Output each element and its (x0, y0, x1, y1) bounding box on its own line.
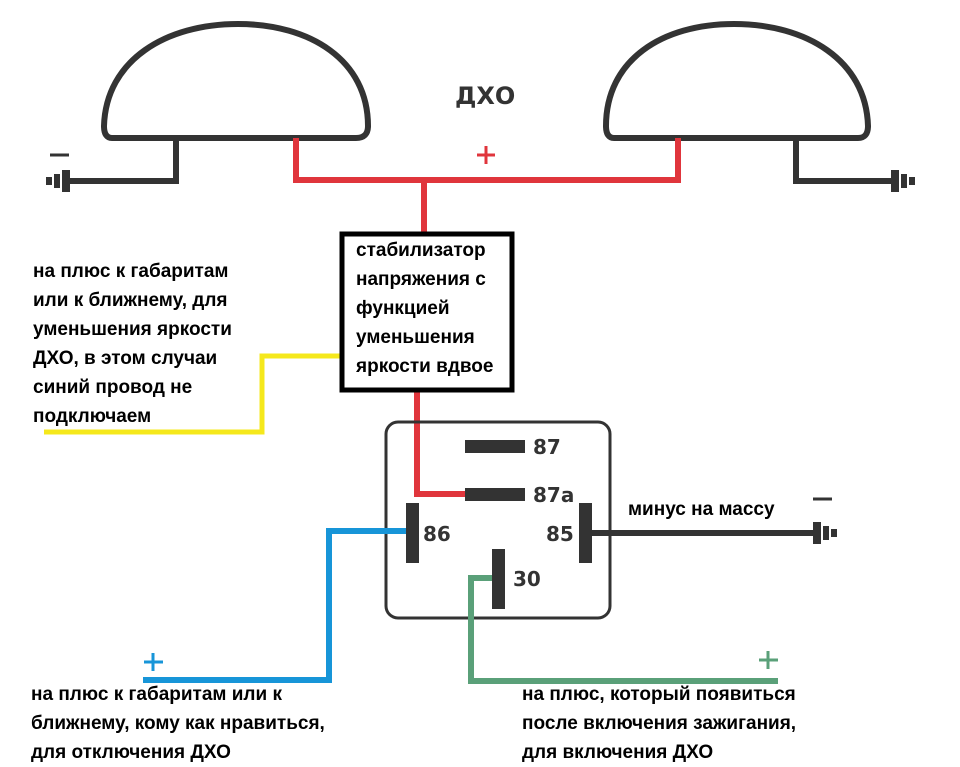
yellow-wire-note: на плюс к габаритам или к ближнему, для … (33, 261, 232, 427)
diagram-title: ДХО (455, 82, 515, 110)
relay-pin-85-label: 85 (546, 522, 574, 546)
left-drl-lamp (101, 21, 371, 141)
blue-disable-wire (143, 528, 406, 683)
right-drl-lamp (603, 21, 871, 141)
relay-body (384, 420, 612, 620)
green-ignition-wire (468, 575, 778, 684)
red-relay-87a-wire (414, 390, 468, 497)
left-ground-icon (46, 170, 70, 192)
relay-pin-85 (579, 503, 592, 563)
relay-pin-30-label: 30 (513, 567, 541, 591)
left-lamp-ground-wire (65, 138, 179, 184)
stabilizer-label: стабилизатор напряжения с функцией умень… (356, 240, 494, 377)
relay-pin-87 (465, 440, 525, 453)
blue-wire-note: на плюс к габаритам или к ближнему, кому… (31, 684, 325, 763)
red-positive-bus (293, 138, 681, 183)
green-plus-sign (759, 651, 778, 669)
stabilizer-box (339, 231, 515, 393)
right-ground-icon (891, 170, 915, 192)
green-wire-note: на плюс, который появиться после включен… (522, 684, 797, 763)
relay-pin-87-label: 87 (533, 435, 561, 459)
yellow-dimming-wire (44, 353, 342, 435)
relay-pin-30 (492, 549, 505, 609)
ground-note: минус на массу (628, 499, 775, 520)
right-lamp-ground-wire (793, 138, 895, 184)
blue-plus-sign (144, 653, 163, 671)
relay-ground-icon (813, 522, 837, 544)
relay-pin-87a (465, 488, 525, 501)
red-plus-sign (477, 146, 495, 164)
relay-pin-86 (406, 503, 419, 563)
relay-pin-86-label: 86 (423, 522, 451, 546)
relay-pin-87a-label: 87a (533, 483, 574, 507)
